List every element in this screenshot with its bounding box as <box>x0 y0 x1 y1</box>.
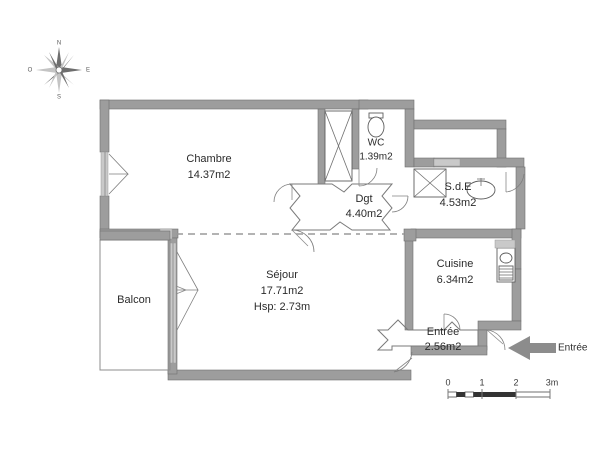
window-symbols <box>100 151 461 364</box>
svg-text:1.39m2: 1.39m2 <box>359 152 393 163</box>
scale-bar: 0 1 2 3m <box>445 377 558 399</box>
scale-tick-0: 0 <box>445 377 450 387</box>
room-label-wc: WC 1.39m2 <box>359 138 393 163</box>
room-label-sde: S.d.E 4.53m2 <box>440 181 477 209</box>
svg-text:14.37m2: 14.37m2 <box>188 169 231 181</box>
svg-text:Entrée: Entrée <box>427 326 459 338</box>
balcony-outline <box>99 230 171 371</box>
left-arrow-icon <box>508 336 556 360</box>
compass-label-south: S <box>57 95 61 101</box>
entry-arrow-label: Entrée <box>558 343 588 354</box>
svg-text:Séjour: Séjour <box>266 269 298 281</box>
plumbing-fixtures <box>367 112 516 283</box>
svg-text:2.56m2: 2.56m2 <box>425 341 462 353</box>
room-label-dgt: Dgt 4.40m2 <box>346 193 383 220</box>
room-label-chambre: Chambre 14.37m2 <box>186 153 231 181</box>
entry-arrow-marker: Entrée <box>508 336 588 360</box>
svg-text:Hsp: 2.73m: Hsp: 2.73m <box>254 301 310 313</box>
svg-text:4.40m2: 4.40m2 <box>346 208 383 220</box>
svg-text:Cuisine: Cuisine <box>437 258 474 270</box>
compass-label-north: N <box>57 41 61 47</box>
room-label-entree: Entrée 2.56m2 <box>425 326 462 353</box>
svg-text:WC: WC <box>368 138 385 149</box>
svg-text:4.53m2: 4.53m2 <box>440 197 477 209</box>
compass-label-west: O <box>28 68 33 74</box>
room-outlines <box>288 110 479 351</box>
toilet-icon <box>367 112 385 138</box>
compass-label-east: E <box>86 68 90 74</box>
scale-tick-2: 2 <box>513 377 518 387</box>
room-label-sejour: Séjour 17.71m2 Hsp: 2.73m <box>254 269 310 313</box>
room-label-cuisine: Cuisine 6.34m2 <box>437 258 474 286</box>
svg-text:S.d.E: S.d.E <box>445 181 472 193</box>
sink-icon <box>466 178 496 200</box>
compass-rose-icon: N S O E <box>28 41 90 101</box>
svg-text:17.71m2: 17.71m2 <box>261 285 304 297</box>
room-label-balcon: Balcon <box>117 294 151 306</box>
svg-text:Chambre: Chambre <box>186 153 231 165</box>
kitchen-fixtures <box>494 239 516 283</box>
door-symbols <box>273 167 525 373</box>
room-labels: Chambre 14.37m2 WC 1.39m2 Dgt 4.40m2 S.d… <box>117 138 476 353</box>
svg-text:Dgt: Dgt <box>355 193 372 205</box>
scale-tick-3: 3m <box>546 377 559 387</box>
scale-tick-1: 1 <box>479 377 484 387</box>
svg-text:Balcon: Balcon <box>117 294 151 306</box>
svg-text:6.34m2: 6.34m2 <box>437 274 474 286</box>
